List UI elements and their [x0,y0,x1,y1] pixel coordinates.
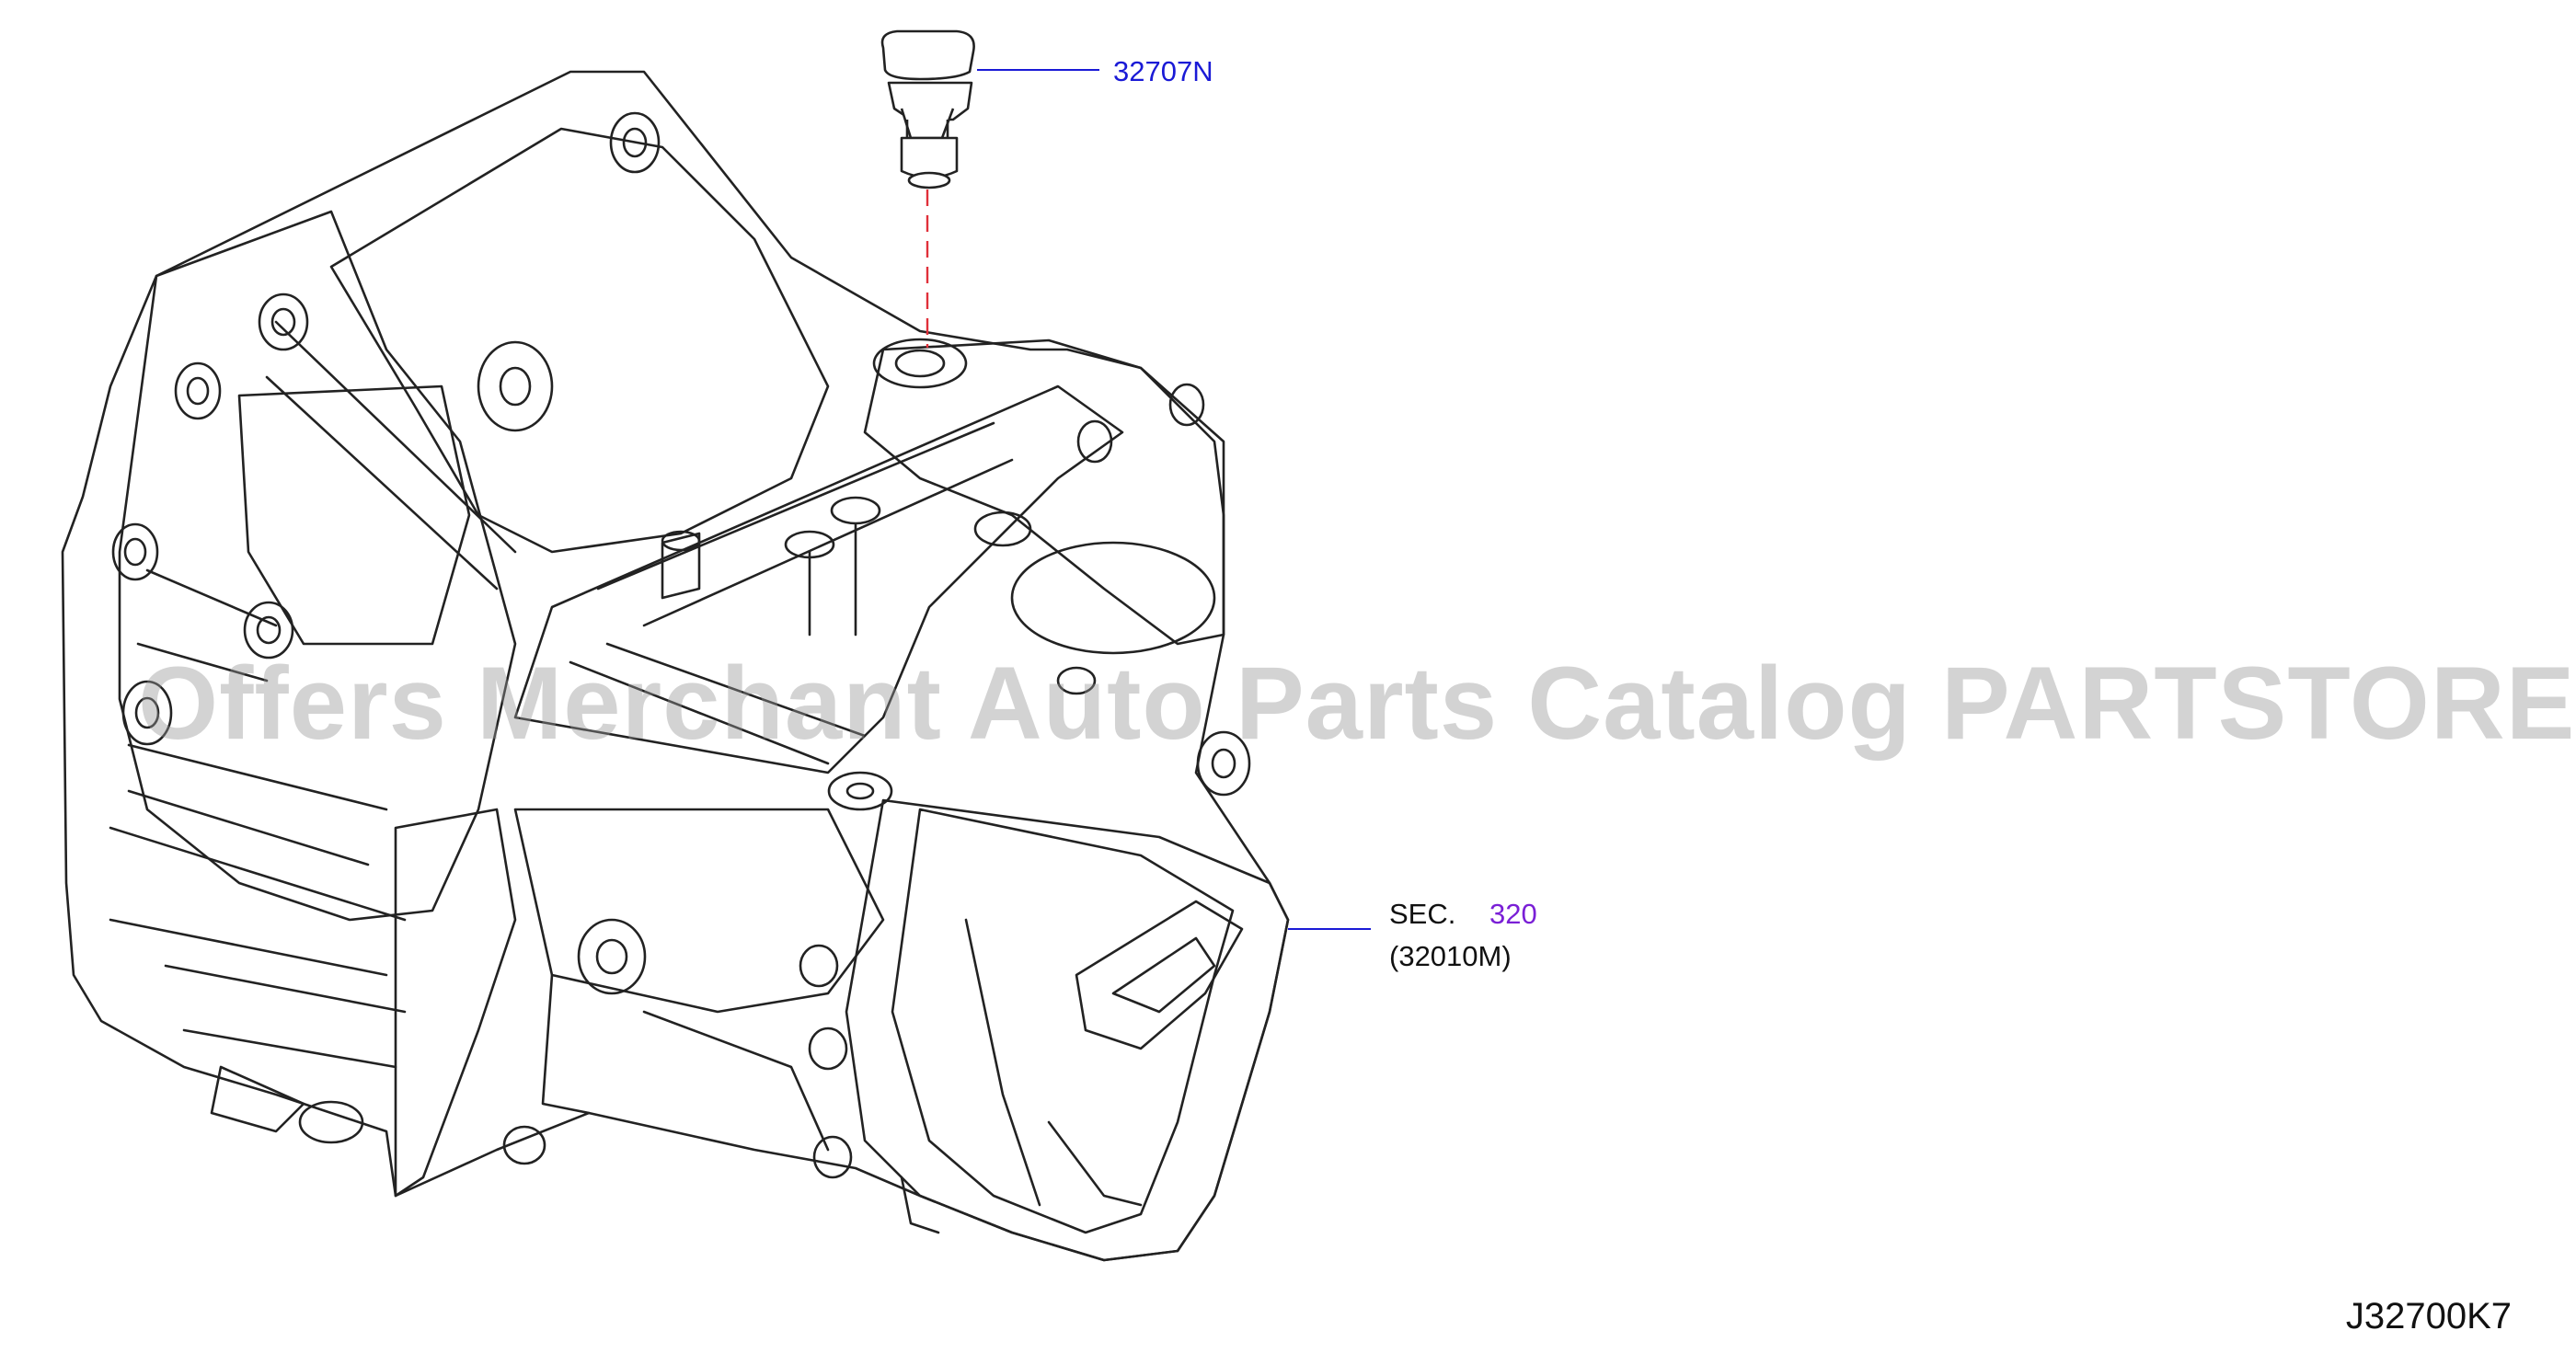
shift-tower [513,384,1124,774]
rear-extension [863,338,1225,646]
part-number-link-32707N[interactable]: 32707N [1113,55,1213,87]
watermark-text: Offers Merchant Auto Parts Catalog PARTS… [138,646,2576,761]
switch-part-drawing [880,29,975,189]
section-reference: SEC. 320 [1389,900,1537,928]
sub-part-number: (32010M) [1389,940,1512,972]
sec-prefix: SEC. [1389,898,1456,930]
section-link-320[interactable]: 320 [1489,898,1537,930]
transmission-assembly-drawing [61,70,1290,1262]
front-cover [845,798,1290,1262]
diagram-code: J32700K7 [2345,1296,2512,1336]
